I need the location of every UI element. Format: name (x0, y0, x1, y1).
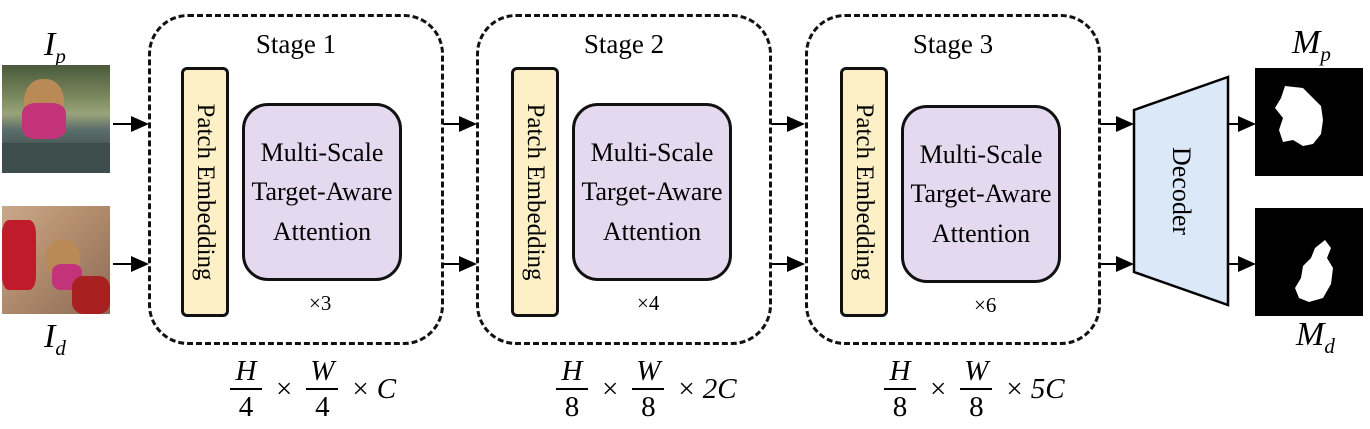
input-prompt-label: Ip (44, 26, 66, 68)
stage-1: Stage 1 Patch Embedding Multi-Scale Targ… (148, 14, 444, 345)
output-data-mask-label: Md (1296, 316, 1335, 358)
stage-2: Stage 2 Patch Embedding Multi-Scale Targ… (476, 14, 772, 345)
repeat-count: ×6 (974, 293, 997, 317)
data-mask (1255, 208, 1363, 316)
decoder-shape (1132, 75, 1230, 307)
stage-title: Stage 2 (583, 29, 665, 59)
decoder-label: Decoder (1167, 146, 1196, 236)
attention-block: Multi-Scale Target-Aware Attention (901, 105, 1061, 283)
prompt-image (2, 65, 110, 173)
stage-3: Stage 3 Patch Embedding Multi-Scale Targ… (805, 14, 1101, 345)
patch-embedding: Patch Embedding (840, 67, 888, 317)
stage-title: Stage 1 (255, 29, 337, 59)
attention-block: Multi-Scale Target-Aware Attention (572, 103, 732, 281)
repeat-count: ×4 (637, 291, 660, 315)
patch-embedding: Patch Embedding (511, 67, 559, 317)
data-image (2, 206, 110, 314)
attention-block: Multi-Scale Target-Aware Attention (242, 103, 402, 281)
repeat-count: ×3 (309, 291, 332, 315)
stage-title: Stage 3 (912, 29, 994, 59)
input-data-label: Id (44, 318, 66, 360)
patch-embedding: Patch Embedding (181, 67, 229, 317)
output-prompt-mask-label: Mp (1292, 24, 1331, 66)
prompt-mask (1255, 68, 1363, 176)
